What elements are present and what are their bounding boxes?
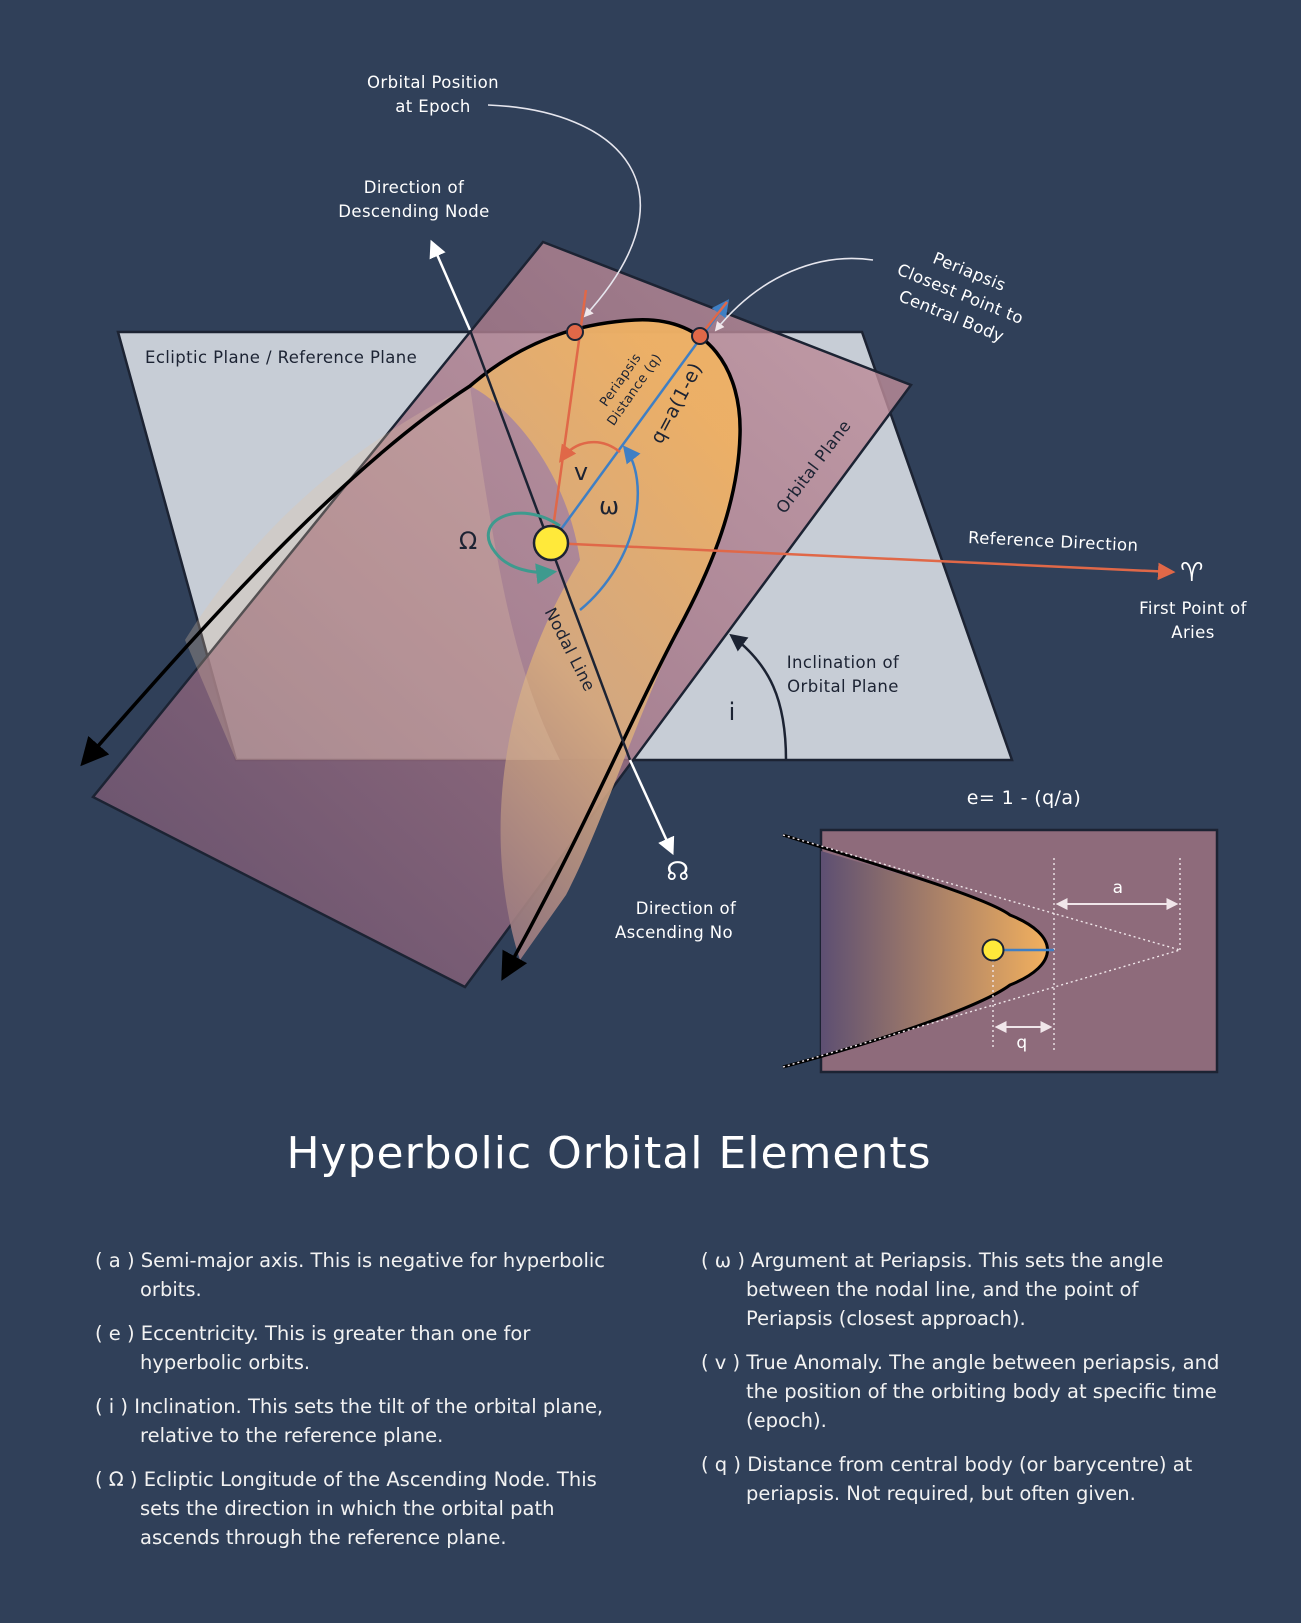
descending-node-arrow bbox=[429, 239, 472, 331]
reference-direction-label: Reference Direction bbox=[968, 528, 1139, 555]
legend-right-column: ( ω ) Argument at Periapsis. This sets t… bbox=[701, 1246, 1221, 1523]
epoch-callout-curve bbox=[487, 104, 642, 318]
periapsis-label: Periapsis Closest Point to Central Body bbox=[895, 249, 1027, 346]
orbit-interior bbox=[470, 319, 741, 961]
orbital-position-label-line1: Orbital Position bbox=[367, 73, 499, 92]
eccentricity-formula: e= 1 - (q/a) bbox=[967, 787, 1081, 809]
legend-item-inclination: ( i ) Inclination. This sets the tilt of… bbox=[95, 1395, 604, 1447]
periapsis-callout-curve bbox=[714, 257, 874, 332]
inset-a-label: a bbox=[1113, 878, 1124, 898]
inset-q-label: q bbox=[1016, 1033, 1027, 1053]
page-title: Hyperbolic Orbital Elements bbox=[286, 1128, 932, 1179]
ascending-node-label-line2: Ascending No bbox=[615, 923, 733, 942]
reference-direction-line bbox=[550, 541, 1176, 581]
orbital-position-marker bbox=[566, 323, 584, 341]
first-point-aries-line1: First Point of bbox=[1139, 599, 1247, 618]
ascending-node-label-line1: Direction of bbox=[636, 899, 737, 918]
legend-item-ascending-node: ( Ω ) Ecliptic Longitude of the Ascendin… bbox=[95, 1468, 597, 1549]
true-anomaly-symbol: v bbox=[574, 458, 588, 486]
orbital-elements-diagram: Orbital Position at Epoch Direction of D… bbox=[80, 73, 1247, 1074]
ascending-node-longitude-arc bbox=[486, 511, 561, 585]
legend-item-true-anomaly: ( v ) True Anomaly. The angle between pe… bbox=[701, 1351, 1220, 1432]
inclination-label-line2: Orbital Plane bbox=[787, 677, 899, 696]
aries-symbol: ♈ bbox=[1180, 558, 1204, 588]
ascending-node-arrow bbox=[628, 759, 675, 856]
true-anomaly-arc bbox=[558, 440, 621, 463]
argument-periapsis-arc bbox=[579, 445, 641, 611]
argument-periapsis-symbol: ω bbox=[599, 492, 619, 520]
periapsis-marker bbox=[691, 327, 709, 345]
orbit-shadow bbox=[185, 386, 560, 760]
inclination-arc bbox=[729, 633, 788, 761]
ascending-node-symbol: ☊ bbox=[666, 857, 690, 887]
ecliptic-plane-label: Ecliptic Plane / Reference Plane bbox=[145, 348, 417, 367]
legend-left-column: ( a ) Semi-major axis. This is negative … bbox=[95, 1246, 635, 1567]
inclination-label-line1: Inclination of bbox=[787, 653, 900, 672]
orbital-position-label-line2: at Epoch bbox=[395, 97, 471, 116]
inclination-symbol: i bbox=[729, 698, 736, 726]
capital-omega-symbol: Ω bbox=[459, 527, 477, 555]
descending-node-label-line2: Descending Node bbox=[338, 202, 489, 221]
legend-item-periapsis-distance: ( q ) Distance from central body (or bar… bbox=[701, 1453, 1193, 1505]
central-body bbox=[532, 524, 570, 562]
first-point-aries-line2: Aries bbox=[1171, 623, 1214, 642]
legend-item-argument-periapsis: ( ω ) Argument at Periapsis. This sets t… bbox=[701, 1249, 1164, 1330]
legend-item-semi-major-axis: ( a ) Semi-major axis. This is negative … bbox=[95, 1249, 606, 1301]
legend-item-eccentricity: ( e ) Eccentricity. This is greater than… bbox=[95, 1322, 531, 1374]
descending-node-label-line1: Direction of bbox=[364, 178, 465, 197]
eccentricity-inset bbox=[782, 828, 1219, 1074]
